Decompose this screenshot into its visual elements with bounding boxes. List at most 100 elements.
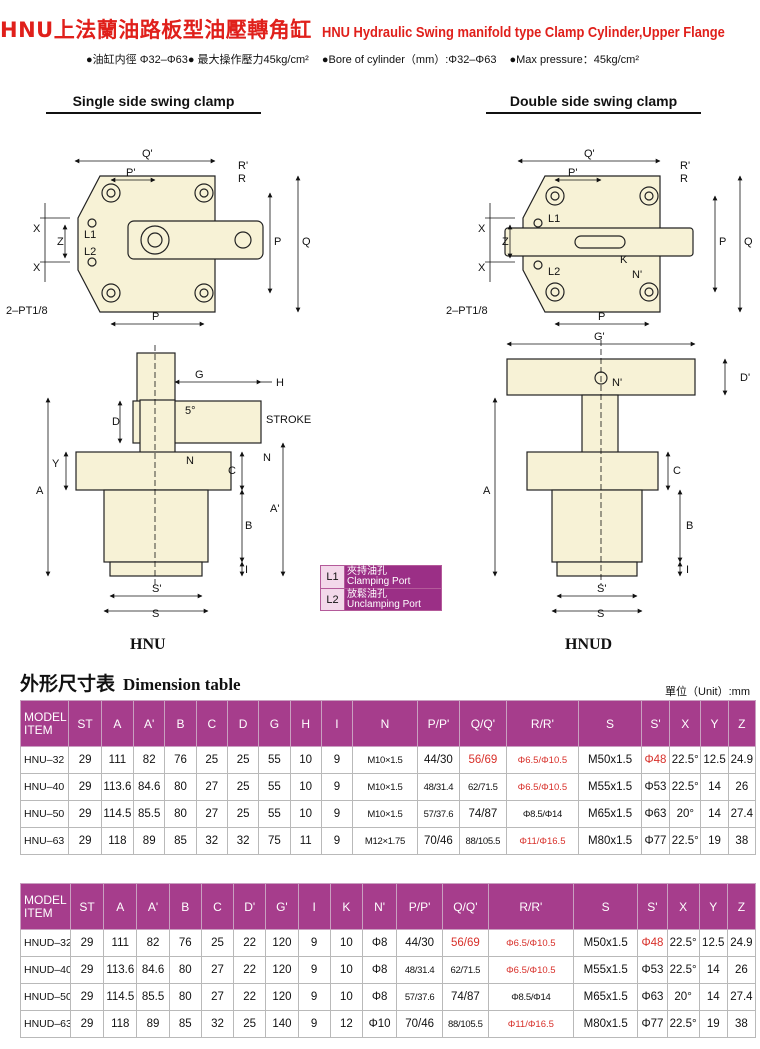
column-header: G bbox=[258, 700, 291, 747]
label-n-right: N bbox=[263, 452, 271, 464]
table-cell: 76 bbox=[164, 746, 197, 774]
table-cell: M12×1.75 bbox=[352, 827, 418, 855]
table-cell: 25 bbox=[226, 746, 260, 774]
table-cell: 27.4 bbox=[726, 983, 757, 1011]
table-cell: 9 bbox=[320, 827, 354, 855]
label-c-d: C bbox=[673, 465, 681, 477]
technical-drawing: Q' P' R' R X Z X L1 L2 P Q P 2–PT1/8 Q' … bbox=[6, 148, 753, 620]
label-s: S bbox=[152, 608, 159, 620]
model-cell: HNUD–50 bbox=[20, 983, 71, 1011]
table-cell: 113.6 bbox=[100, 773, 135, 801]
title-english: HNU Hydraulic Swing manifold type Clamp … bbox=[321, 24, 725, 41]
table-cell: 14 bbox=[698, 956, 728, 984]
table-cell: 29 bbox=[68, 800, 102, 828]
label-n-prime-top: N' bbox=[632, 269, 642, 281]
table-cell: 22.5° bbox=[666, 956, 700, 984]
model-cell: HNU–50 bbox=[19, 800, 70, 828]
table-cell: 80 bbox=[168, 956, 202, 984]
table-cell: 48/31.4 bbox=[416, 773, 461, 801]
label-x-bottom-d: X bbox=[478, 262, 486, 274]
table-cell: 74/87 bbox=[459, 800, 507, 828]
label-a-prime: A' bbox=[270, 503, 279, 515]
label-k: K bbox=[620, 254, 628, 266]
table-cell: 22 bbox=[233, 956, 267, 984]
column-header: H bbox=[289, 700, 322, 747]
table-cell: 26 bbox=[727, 773, 757, 801]
table-cell: 29 bbox=[69, 983, 105, 1011]
legend-row-l1: L1 夾持油孔 Clamping Port bbox=[321, 566, 441, 588]
table-cell: 19 bbox=[700, 827, 729, 855]
table-cell: 89 bbox=[133, 827, 166, 855]
table-cell: 12 bbox=[329, 1010, 363, 1038]
table-cell: 19 bbox=[698, 1010, 728, 1038]
table-cell: 38 bbox=[726, 1010, 757, 1038]
table-cell: 10 bbox=[329, 929, 363, 957]
table-cell: 14 bbox=[698, 983, 728, 1011]
column-header: R/R' bbox=[487, 883, 574, 930]
label-y: Y bbox=[52, 458, 60, 470]
spec-line: ●油缸内徑 Φ32–Φ63● 最大操作壓力45kg/cm² ●Bore of c… bbox=[86, 51, 746, 67]
label-p-horiz: P bbox=[152, 311, 159, 323]
label-z-d: Z bbox=[502, 236, 509, 248]
table-cell: 29 bbox=[68, 827, 102, 855]
table-cell: 70/46 bbox=[396, 1010, 443, 1038]
table-cell: 70/46 bbox=[416, 827, 461, 855]
label-stroke: STROKE bbox=[266, 414, 311, 426]
column-header: Z bbox=[726, 883, 757, 930]
double-top-view bbox=[504, 175, 694, 313]
table-cell: M55x1.5 bbox=[572, 956, 639, 984]
table-cell: 82 bbox=[133, 746, 166, 774]
table-cell: 25 bbox=[200, 929, 235, 957]
label-p-horiz-d: P bbox=[598, 311, 605, 323]
table-cell: 9 bbox=[297, 1010, 331, 1038]
section-title-single: Single side swing clamp bbox=[46, 93, 261, 114]
label-q-prime-d: Q' bbox=[584, 148, 595, 160]
label-r-prime: R' bbox=[238, 160, 248, 172]
table-cell: 113.6 bbox=[103, 956, 138, 984]
table-cell: 88/105.5 bbox=[459, 827, 507, 855]
column-header: X bbox=[669, 700, 702, 747]
column-header: R/R' bbox=[505, 700, 580, 747]
model-label-hnud: HNUD bbox=[565, 636, 613, 653]
table-cell: 118 bbox=[100, 827, 135, 855]
column-header: X bbox=[666, 883, 700, 930]
table-cell: Φ77 bbox=[640, 827, 671, 855]
table-cell: 44/30 bbox=[416, 746, 461, 774]
spec-bore: ●Bore of cylinder（mm）:Φ32–Φ63 bbox=[321, 54, 497, 66]
table-cell: 62/71.5 bbox=[441, 956, 489, 984]
label-r: R bbox=[238, 173, 246, 185]
table-cell: 32 bbox=[200, 1010, 235, 1038]
table-cell: Φ11/Φ16.5 bbox=[505, 827, 580, 855]
column-header: ST bbox=[69, 883, 105, 930]
table-cell: 85 bbox=[164, 827, 197, 855]
table-cell: 85.5 bbox=[136, 983, 170, 1011]
label-a: A bbox=[36, 485, 44, 497]
table-cell: 25 bbox=[226, 773, 260, 801]
model-cell: HNUD–63 bbox=[20, 1010, 71, 1038]
table-cell: 22.5° bbox=[666, 1010, 700, 1038]
column-header: P/P' bbox=[416, 700, 461, 747]
table-cell: 111 bbox=[103, 929, 138, 957]
table-cell: 120 bbox=[265, 983, 299, 1011]
table-cell: Φ53 bbox=[640, 773, 671, 801]
table-cell: 118 bbox=[103, 1010, 138, 1038]
table-cell: 27 bbox=[200, 983, 235, 1011]
table-cell: 111 bbox=[100, 746, 135, 774]
table-cell: 24.9 bbox=[727, 746, 757, 774]
label-q-prime: Q' bbox=[142, 148, 153, 160]
column-header: A' bbox=[133, 700, 166, 747]
label-l2: L2 bbox=[84, 246, 96, 258]
table-cell: M10×1.5 bbox=[352, 773, 418, 801]
table-cell: 22.5° bbox=[669, 827, 702, 855]
table-cell: 22 bbox=[233, 929, 267, 957]
spec-pressure: ●Max pressure：45kg/cm² bbox=[509, 54, 640, 66]
table-cell: Φ48 bbox=[637, 929, 668, 957]
table-cell: 10 bbox=[329, 983, 363, 1011]
model-head-line: MODEL bbox=[24, 892, 67, 907]
label-s-d: S bbox=[597, 608, 604, 620]
column-header: I bbox=[297, 883, 331, 930]
table-cell: Φ11/Φ16.5 bbox=[487, 1010, 574, 1038]
